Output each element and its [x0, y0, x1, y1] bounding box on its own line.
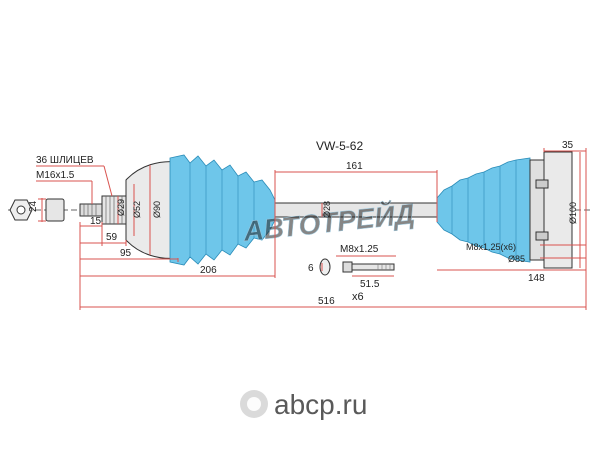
dia-28: Ø28: [322, 201, 332, 218]
thread-label: M16x1.5: [36, 170, 75, 181]
dia-29: Ø29: [116, 199, 126, 216]
bolt-quantity: x6: [352, 291, 364, 303]
abcp-logo: abcp.ru: [240, 389, 367, 420]
bolt-pattern-label: M8x1.25(x6): [466, 242, 516, 252]
dim-24: 24: [28, 200, 39, 212]
dia-52: Ø52: [132, 201, 142, 218]
dia-85: Ø85: [508, 254, 525, 264]
outer-boot: [169, 154, 276, 266]
part-code: VW-5-62: [316, 139, 363, 153]
inner-boot: [436, 157, 531, 263]
dim-161: 161: [346, 161, 363, 172]
dim-206: 206: [200, 265, 217, 276]
splined-stub: [79, 195, 127, 225]
dim-95: 95: [120, 248, 132, 259]
dimension-lines: [36, 148, 587, 310]
dim-516: 516: [318, 296, 335, 307]
dim-59: 59: [106, 232, 118, 243]
dim-148: 148: [528, 273, 545, 284]
dia-90: Ø90: [152, 201, 162, 218]
hex-nut: [9, 198, 65, 222]
dim-15: 15: [90, 216, 102, 227]
dim-51-5: 51.5: [360, 279, 380, 290]
inner-cv-flange: [529, 151, 573, 269]
washer: [45, 198, 65, 222]
dia-100: Ø100: [568, 202, 578, 224]
dim-6: 6: [308, 263, 314, 274]
spline-count-label: 36 ШЛИЦЕВ: [36, 155, 94, 166]
dim-35: 35: [562, 140, 574, 151]
bolt-detail: [319, 258, 395, 276]
logo-text: abcp.ru: [274, 389, 367, 420]
bolt-label: M8x1.25: [340, 244, 379, 255]
